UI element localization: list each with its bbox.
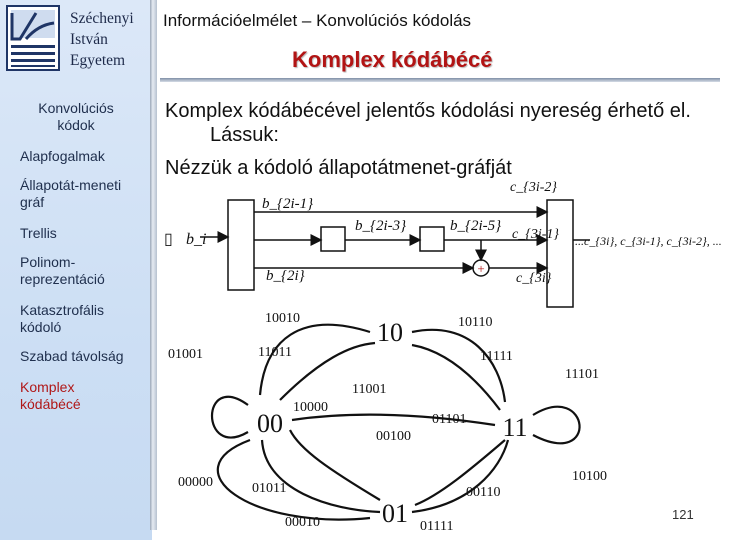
output-label: c_{3i} [516,271,552,286]
edge-label: 11101 [565,367,599,382]
tap-label: b_{2i-1} [262,196,313,212]
edge-label: 11011 [258,345,292,360]
edge-label: 01001 [168,347,203,362]
input-label: b_i [186,231,206,248]
edge-label: 01111 [420,519,453,534]
state-graph-edges [211,323,581,521]
university-logo [6,5,60,71]
tap-label: b_{2i} [266,268,305,284]
course-title: Információelmélet – Konvolúciós kódolás [163,11,472,30]
output-label: c_{3i-1} [512,227,559,242]
output-stream: ...c_{3i}, c_{3i-1}, c_{3i-2}, ... [575,234,722,248]
sidebar-item-trellis[interactable]: Trellis [20,225,57,241]
sidebar-item-katasztrofalis-kodolo[interactable]: Katasztrofális kódoló [20,302,105,335]
state-node: 11 [502,413,527,442]
sidebar-item-szabad-tavolsag[interactable]: Szabad távolság [20,348,124,364]
edge-label: 01101 [432,412,466,427]
output-label: c_{3i-2} [510,180,557,195]
title-rule [160,78,720,82]
encoder-and-state-graph: + ▯ b_i b_{2i-1} b_{2i-3} b_{2i-5} b_{2i… [164,180,722,534]
sidebar-item-komplex-kodabece[interactable]: Komplex kódábécé [20,379,81,412]
page-number: 121 [672,507,694,522]
edge-label: 00100 [376,429,411,444]
state-node: 10 [377,318,403,347]
slide-title: Komplex kódábécé [292,47,493,72]
slide-body-line: Nézzük a kódoló állapotátmenet-gráfját [165,157,512,179]
sidebar-item-polinom-reprezentacio[interactable]: Polinom-reprezentáció [20,254,105,287]
adder-symbol: + [477,261,484,276]
university-line: Széchenyi [70,10,134,27]
edge-label: 00110 [466,485,500,500]
edge-label: 10100 [572,469,607,484]
edge-label: 00000 [178,475,213,490]
edge-label: 11111 [480,349,513,364]
sidebar-section-title: Konvolúciós kódok [38,100,114,133]
university-line: Egyetem [70,52,126,69]
edge-label: 10010 [265,311,300,326]
input-glyph: ▯ [164,231,173,248]
edge-label: 11001 [352,382,386,397]
encoder-diagram [200,199,590,308]
tap-label: b_{2i-3} [355,218,406,234]
sidebar-divider [150,0,157,530]
edge-label: 00010 [285,515,320,530]
sidebar-item-alapfogalmak[interactable]: Alapfogalmak [20,148,105,164]
edge-label: 01011 [252,481,286,496]
university-name: Széchenyi István Egyetem [70,8,134,71]
tap-label: b_{2i-5} [450,218,501,234]
university-line: István [70,31,108,48]
sidebar-item-allapotatmeneti-graf[interactable]: Állapotát-meneti gráf [20,177,122,210]
state-node: 01 [382,499,408,528]
edge-label: 10110 [458,315,492,330]
slide-bullet-text: Komplex kódábécével jelentős kódolási ny… [165,100,691,146]
sidebar [0,0,152,540]
edge-label: 10000 [293,400,328,415]
state-node: 00 [257,409,283,438]
